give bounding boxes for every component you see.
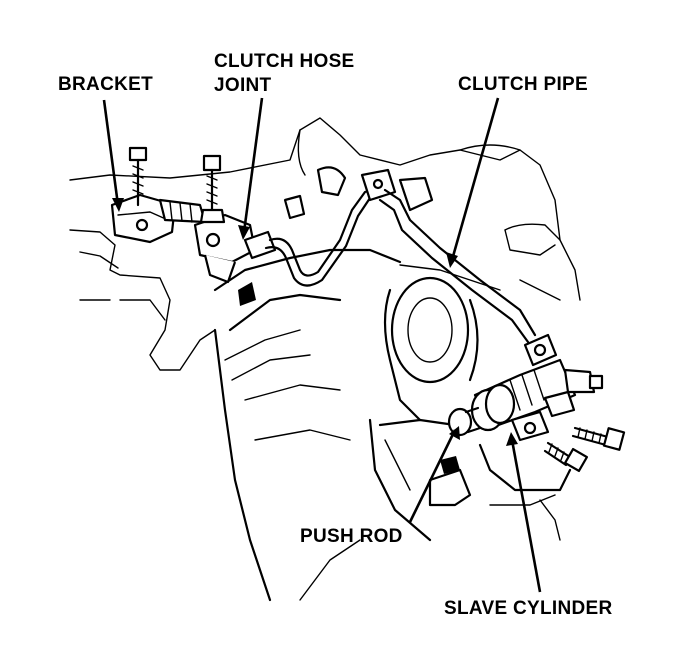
- transmission-housing: [69, 117, 581, 602]
- leader-slave-cylinder: [510, 439, 542, 593]
- bolt-upper-icon: [571, 426, 626, 451]
- label-clutch-pipe: CLUTCH PIPE: [458, 74, 588, 95]
- slave-cylinder: [470, 333, 604, 442]
- bracket-assembly: [110, 146, 207, 244]
- push-rod: [447, 406, 482, 437]
- leader-clutch-hose-joint: [242, 97, 264, 233]
- label-clutch-hose-line1: CLUTCH HOSE: [214, 51, 355, 72]
- leader-bracket: [102, 99, 120, 206]
- label-push-rod: PUSH ROD: [300, 526, 403, 547]
- clutch-pipe: [264, 166, 537, 344]
- leader-lines: [102, 97, 542, 593]
- label-slave-cylinder: SLAVE CYLINDER: [444, 598, 613, 619]
- bolt-lower-icon: [543, 441, 589, 473]
- bracket-bolt-icon: [128, 146, 148, 207]
- mounting-bolts: [543, 426, 626, 473]
- joint-bolt-icon: [199, 154, 226, 224]
- leader-push-rod: [408, 429, 457, 523]
- label-clutch-hose-line2: JOINT: [214, 75, 272, 96]
- leader-clutch-pipe: [450, 97, 500, 261]
- label-bracket: BRACKET: [58, 74, 153, 95]
